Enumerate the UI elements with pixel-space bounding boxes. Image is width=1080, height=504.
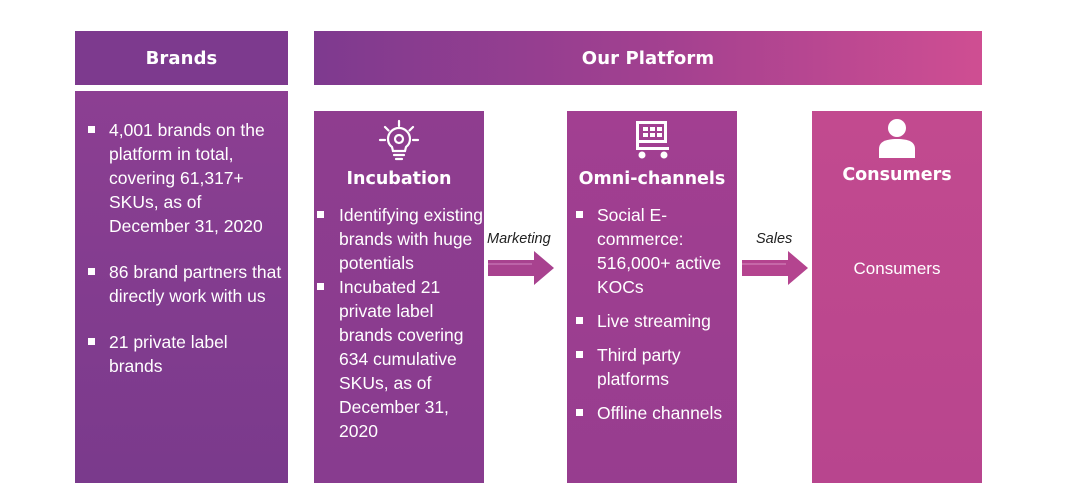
omni-channels-bullet: Social E-commerce: 516,000+ active KOCs	[571, 203, 737, 299]
sales-arrow-icon	[742, 251, 808, 285]
person-icon	[879, 119, 915, 158]
incubation-panel: Incubation Identifying existing brands w…	[314, 111, 484, 483]
omni-channels-bullet: Live streaming	[571, 309, 737, 333]
consumers-title: Consumers	[842, 165, 952, 185]
omni-channels-title: Omni-channels	[578, 169, 726, 189]
omni-channels-bullet: Offline channels	[571, 401, 737, 425]
shopping-cart-icon	[636, 121, 669, 159]
platform-header-label: Our Platform	[581, 47, 715, 69]
incubation-list: Identifying existing brands with huge po…	[314, 203, 486, 443]
brands-bullet: 4,001 brands on the platform in total, c…	[83, 118, 283, 238]
brands-header: Brands	[75, 31, 288, 85]
omni-channels-list: Social E-commerce: 516,000+ active KOCs …	[571, 203, 737, 435]
sales-label: Sales	[756, 231, 793, 247]
platform-header: Our Platform	[314, 31, 982, 85]
marketing-label: Marketing	[487, 231, 551, 247]
brands-list: 4,001 brands on the platform in total, c…	[83, 118, 283, 400]
consumers-text: Consumers	[853, 259, 941, 278]
incubation-bullet: Identifying existing brands with huge po…	[314, 203, 486, 275]
incubation-title: Incubation	[346, 169, 452, 189]
omni-channels-panel: Omni-channels Social E-commerce: 516,000…	[567, 111, 737, 483]
incubation-bullet: Incubated 21 private label brands coveri…	[314, 275, 486, 443]
brands-bullet: 86 brand partners that directly work wit…	[83, 260, 283, 308]
brands-bullet: 21 private label brands	[83, 330, 283, 378]
marketing-arrow-icon	[488, 251, 554, 285]
lightbulb-icon	[378, 119, 420, 161]
consumers-panel: Consumers Consumers	[812, 111, 982, 483]
omni-channels-bullet: Third party platforms	[571, 343, 737, 391]
brands-panel: 4,001 brands on the platform in total, c…	[75, 91, 288, 483]
brands-header-label: Brands	[145, 47, 218, 69]
